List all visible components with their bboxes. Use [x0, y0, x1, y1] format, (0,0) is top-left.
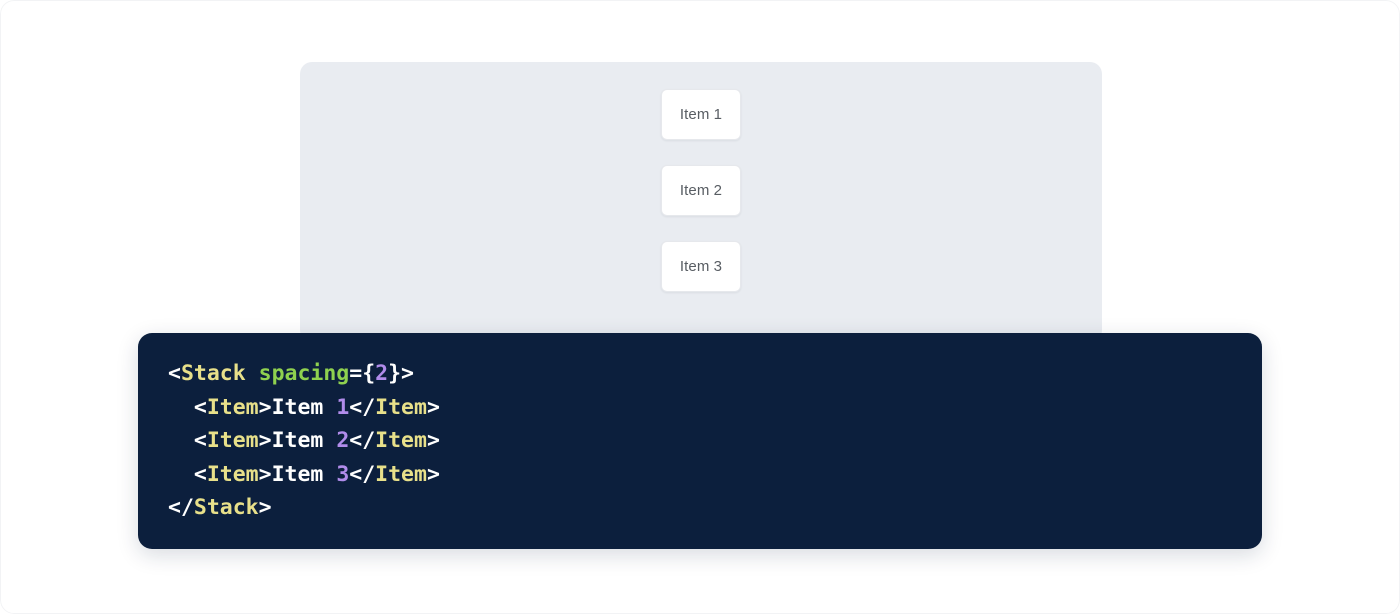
code-token-punct: <: [193, 461, 207, 487]
code-token-punct: >: [258, 394, 272, 420]
code-line: <Item>Item 1</Item>: [168, 395, 440, 420]
code-token-punct: >: [258, 495, 272, 521]
code-token-punct: ={: [349, 361, 376, 386]
code-token-text: Item: [271, 461, 337, 487]
code-source: <Stack spacing={2}> <Item>Item 1</Item> …: [168, 357, 1262, 525]
stack-container: Item 1 Item 2 Item 3: [300, 89, 1102, 292]
code-token-tag: Stack: [180, 361, 246, 386]
code-token-tag: Item: [375, 461, 427, 487]
code-token-punct: </: [168, 495, 194, 521]
code-token-punct: </: [349, 394, 376, 420]
code-token-tag: Item: [206, 461, 259, 487]
code-token-num: 1: [336, 394, 350, 420]
code-line: <Item>Item 2</Item>: [168, 428, 440, 453]
code-token-num: 3: [336, 461, 350, 487]
list-item[interactable]: Item 3: [661, 241, 741, 292]
code-token-punct: <: [193, 428, 207, 454]
code-token-punct: <: [168, 361, 181, 386]
code-line: </Stack>: [168, 495, 272, 520]
code-token-tag: Item: [375, 394, 427, 420]
code-token-punct: >: [258, 428, 272, 454]
component-preview-panel: Item 1 Item 2 Item 3: [300, 62, 1102, 342]
code-token-punct: [246, 361, 259, 386]
stack-item-label: Item 3: [679, 258, 723, 275]
code-token-text: Item: [271, 394, 337, 420]
code-snippet-panel[interactable]: <Stack spacing={2}> <Item>Item 1</Item> …: [138, 333, 1262, 549]
code-token-punct: >: [258, 461, 272, 487]
stack-item-label: Item 2: [679, 182, 723, 199]
code-token-text: Item: [271, 428, 337, 454]
code-token-num: 2: [375, 361, 389, 386]
code-token-attr: spacing: [258, 361, 350, 386]
list-item[interactable]: Item 1: [661, 89, 741, 140]
code-line: <Item>Item 3</Item>: [168, 462, 440, 487]
code-token-tag: Item: [206, 428, 259, 454]
list-item[interactable]: Item 2: [661, 165, 741, 216]
code-line: <Stack spacing={2}>: [168, 361, 414, 386]
code-token-num: 2: [336, 428, 350, 454]
code-token-punct: }>: [388, 361, 414, 386]
code-token-punct: <: [193, 394, 207, 420]
stack-item-label: Item 1: [679, 106, 723, 123]
code-token-punct: </: [349, 461, 376, 487]
code-token-tag: Item: [206, 394, 259, 420]
code-token-tag: Stack: [193, 495, 259, 521]
code-token-punct: >: [426, 394, 440, 420]
code-token-punct: >: [426, 461, 440, 487]
code-token-punct: >: [426, 428, 440, 454]
code-token-punct: </: [349, 428, 376, 454]
code-token-tag: Item: [375, 428, 427, 454]
